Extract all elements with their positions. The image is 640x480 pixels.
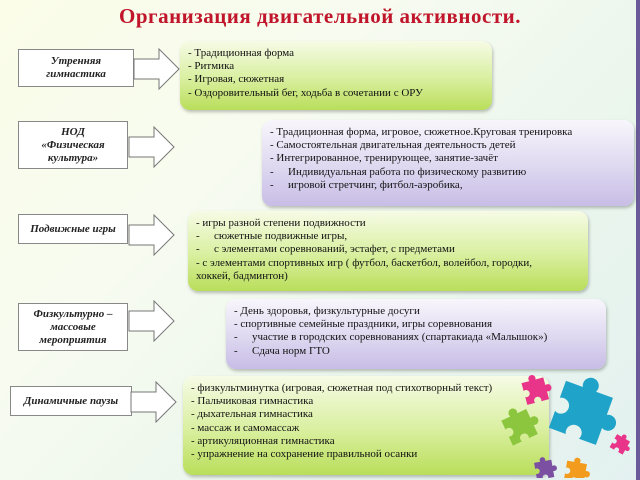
panel-item: - с элементами спортивных игр ( футбол, … bbox=[196, 256, 533, 269]
label-line: культура» bbox=[47, 151, 99, 164]
panel-morning-exercise: - Традиционная форма - Ритмика - Игровая… bbox=[180, 41, 492, 110]
panel-item: - упражнение на сохранение правильной ос… bbox=[191, 448, 418, 461]
label-sports-events: Физкультурно – массовые мероприятия bbox=[18, 303, 128, 351]
arrow-right-icon bbox=[128, 214, 175, 256]
panel-item: - массаж и самомассаж bbox=[191, 421, 300, 434]
panel-item: - Традиционная форма, игровое, сюжетное.… bbox=[270, 126, 573, 138]
panel-item: -с элементами соревнований, эстафет, с п… bbox=[196, 243, 455, 256]
label-line: Утренняя bbox=[50, 55, 102, 67]
panel-item: -Сдача норм ГТО bbox=[234, 344, 330, 357]
panel-item: - физкультминутка (игровая, сюжетная под… bbox=[191, 382, 493, 394]
label-line: гимнастика bbox=[46, 68, 106, 80]
panel-outdoor-games: - игры разной степени подвижности -сюжет… bbox=[188, 211, 588, 291]
panel-item: - дыхательная гимнастика bbox=[191, 408, 313, 421]
label-morning-exercise: Утренняя гимнастика bbox=[18, 49, 134, 87]
label-dynamic-pauses: Динамичные паузы bbox=[10, 386, 132, 416]
puzzle-pieces-icon bbox=[501, 375, 631, 478]
panel-item: - Самостоятельная двигательная деятельно… bbox=[270, 139, 516, 152]
right-edge-bar bbox=[636, 0, 640, 480]
panel-item: - Игровая, сюжетная bbox=[188, 73, 285, 86]
label-line: Физкультурно – bbox=[33, 307, 113, 320]
panel-item: -участие в городских соревнованиях (спар… bbox=[234, 331, 548, 344]
panel-item: - Ритмика bbox=[188, 60, 235, 73]
label-line: НОД bbox=[61, 125, 85, 138]
panel-nod-physical-culture: - Традиционная форма, игровое, сюжетное.… bbox=[262, 120, 634, 206]
label-line: мероприятия bbox=[39, 333, 107, 346]
arrow-right-icon bbox=[133, 48, 180, 90]
panel-item: - Интегрированное, тренирующее, занятие-… bbox=[270, 152, 498, 165]
panel-item: - артикуляционная гимнастика bbox=[191, 434, 335, 447]
label-outdoor-games: Подвижные игры bbox=[18, 214, 128, 244]
panel-item: -Индивидуальная работа по физическому ра… bbox=[270, 165, 527, 178]
panel-item: - Пальчиковая гимнастика bbox=[191, 395, 314, 408]
panel-item: -игровой стретчинг, фитбол-аэробика, bbox=[270, 178, 463, 191]
label-line: массовые bbox=[50, 320, 96, 333]
label-nod-physical-culture: НОД «Физическая культура» bbox=[18, 121, 128, 169]
arrow-right-icon bbox=[128, 300, 175, 342]
arrow-right-icon bbox=[130, 381, 177, 423]
label-line: Динамичные паузы bbox=[23, 394, 119, 407]
panel-item: - Традиционная форма bbox=[188, 47, 295, 59]
label-line: Подвижные игры bbox=[30, 222, 116, 235]
panel-item: -сюжетные подвижные игры, bbox=[196, 230, 348, 243]
panel-sports-events: - День здоровья, физкультурные досуги - … bbox=[226, 299, 606, 369]
panel-item: - Оздоровительный бег, ходьба в сочетани… bbox=[188, 86, 423, 99]
arrow-right-icon bbox=[128, 126, 175, 168]
panel-item: - спортивные семейные праздники, игры со… bbox=[234, 318, 493, 331]
label-line: «Физическая bbox=[41, 138, 105, 151]
panel-dynamic-pauses: - физкультминутка (игровая, сюжетная под… bbox=[183, 376, 549, 475]
panel-item: - День здоровья, физкультурные досуги bbox=[234, 305, 420, 317]
page-title: Организация двигательной активности. bbox=[119, 4, 521, 28]
panel-item: - игры разной степени подвижности bbox=[196, 217, 366, 229]
panel-item: хоккей, бадминтон) bbox=[196, 269, 288, 282]
